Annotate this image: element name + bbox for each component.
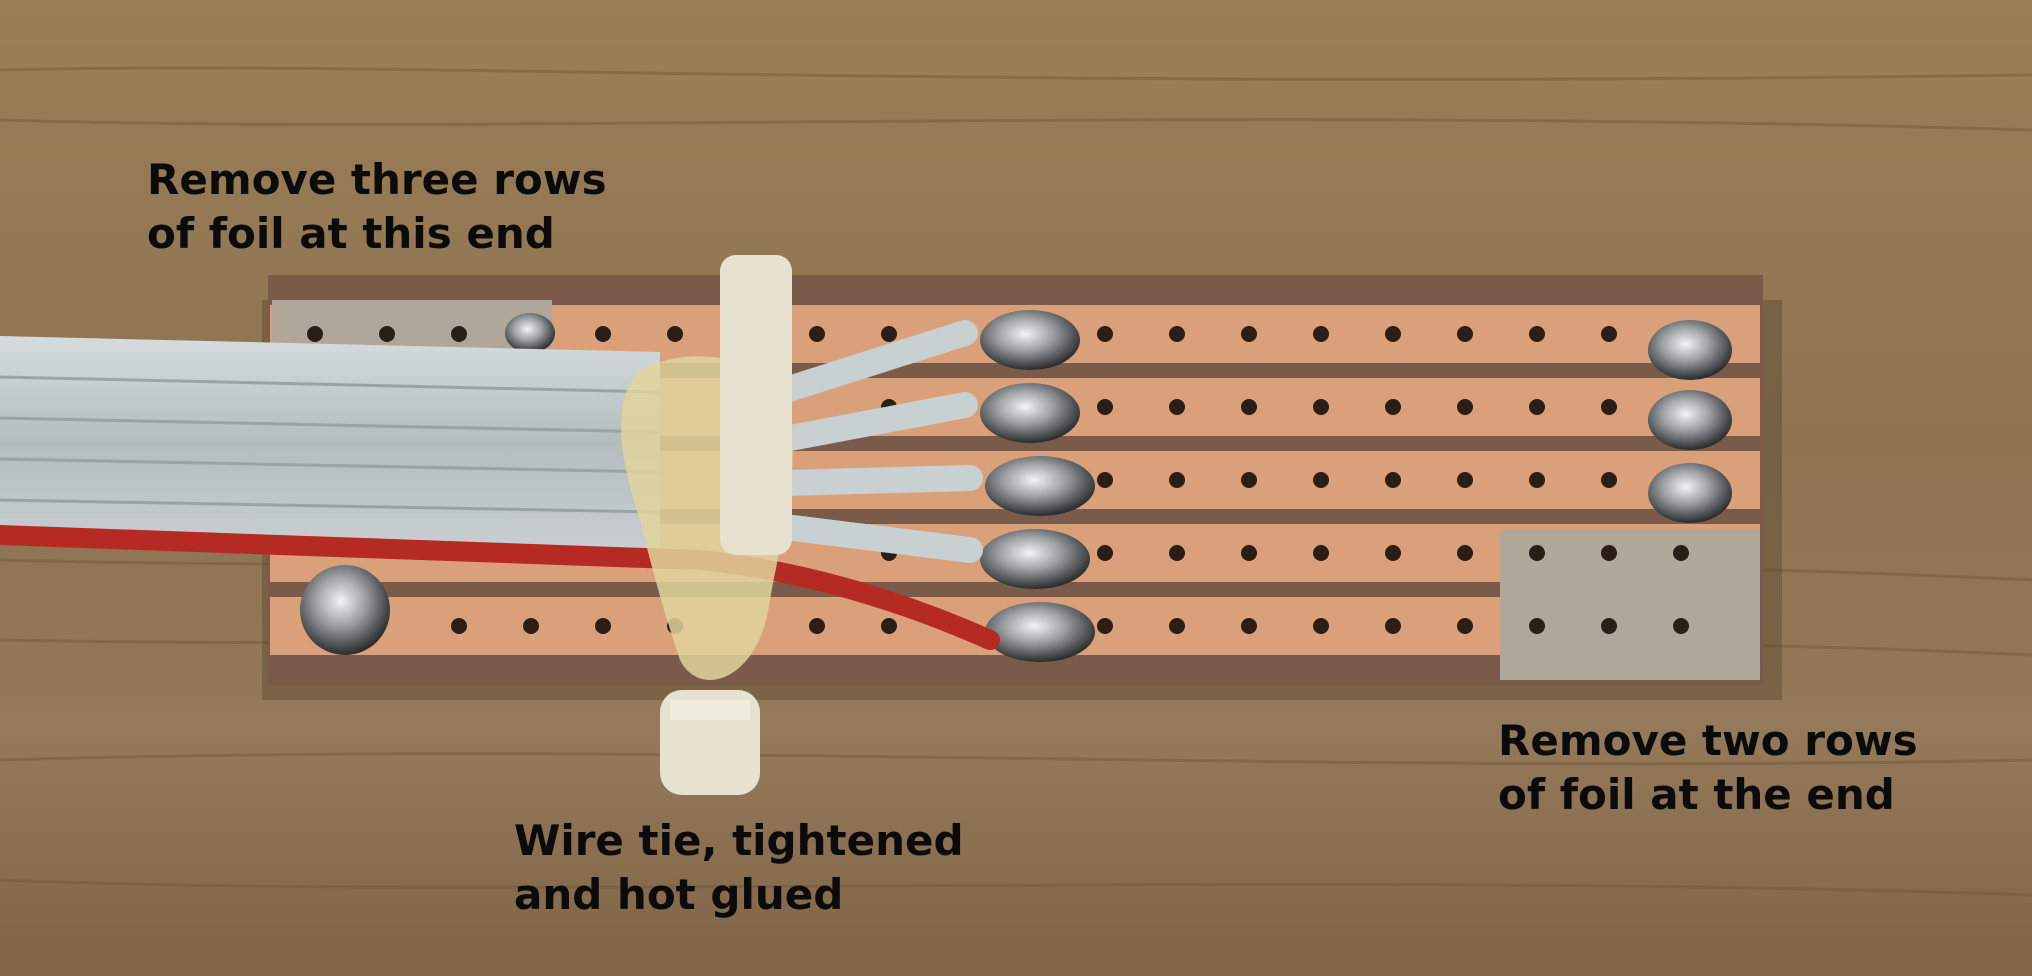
annotation-line: of foil at the end (1498, 770, 1895, 819)
annotation-line: and hot glued (514, 870, 844, 919)
board-holes (307, 326, 1689, 634)
solder-joints (300, 310, 1732, 662)
annotation-remove-three-rows: Remove three rows of foil at this end (147, 153, 607, 261)
ribbon-cable (0, 336, 661, 550)
annotation-line: Wire tie, tightened (514, 816, 964, 865)
annotation-wire-tie: Wire tie, tightened and hot glued (514, 814, 964, 922)
annotation-line: Remove two rows (1498, 716, 1918, 765)
annotation-line: Remove three rows (147, 155, 607, 204)
annotation-line: of foil at this end (147, 209, 555, 258)
wire-tie (660, 255, 792, 795)
annotation-remove-two-rows: Remove two rows of foil at the end (1498, 714, 1918, 822)
fanned-wires (757, 320, 983, 563)
